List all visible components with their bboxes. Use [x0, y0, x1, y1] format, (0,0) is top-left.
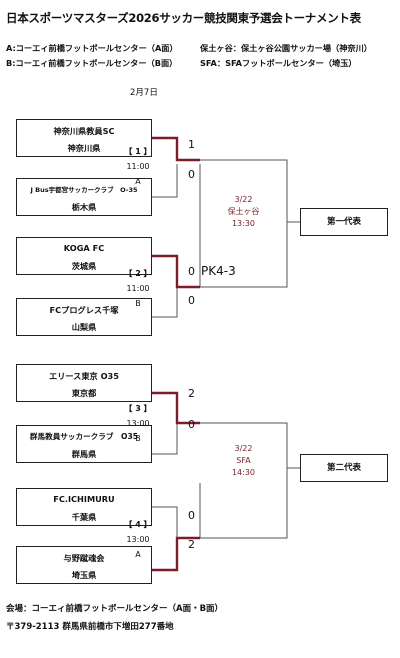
match-info-1: 【 1 】 11:00 A — [93, 144, 183, 189]
final-date: 3/22 — [234, 444, 253, 453]
venue-hodogaya: 保土ヶ谷：保土ヶ谷公園サッカー場（神奈川） — [200, 43, 372, 53]
team-name: 神奈川県教員SC — [53, 126, 115, 136]
final-time: 14:30 — [231, 468, 256, 477]
team-box-chiba: FC.ICHIMURU 千葉県 — [16, 488, 152, 526]
team-name: 与野蹴魂会 — [63, 553, 105, 563]
match-time: 11:00 — [126, 162, 150, 171]
team-name: 群馬教員サッカークラブ O35 — [29, 432, 139, 441]
footer-address: 〒379-2113 群馬県前橋市下増田277番地 — [6, 622, 174, 632]
team-prefecture: 茨城県 — [71, 261, 97, 271]
match-venue: B — [135, 299, 141, 308]
match-number: 【 2 】 — [124, 269, 152, 278]
team-prefecture: 群馬県 — [71, 449, 97, 459]
team-prefecture: 山梨県 — [71, 322, 97, 332]
match-info-2: 【 2 】 11:00 B — [93, 266, 183, 311]
team-name: KOGA FC — [63, 243, 105, 253]
representative-box-2: 第二代表 — [300, 454, 388, 482]
match-time: 11:00 — [126, 284, 150, 293]
score-m2-pk: PK4-3 — [201, 264, 236, 278]
team-prefecture: 埼玉県 — [71, 570, 97, 580]
team-box-gunma: 群馬教員サッカークラブ O35 群馬県 — [16, 425, 152, 463]
team-prefecture: 栃木県 — [71, 202, 97, 212]
team-box-yamanashi: FCプログレス千塚 山梨県 — [16, 298, 152, 336]
final-info-1: 3/22 保土ヶ谷 13:30 — [210, 194, 277, 230]
team-box-saitama: 与野蹴魂会 埼玉県 — [16, 546, 152, 584]
final-info-2: 3/22 SFA 14:30 — [210, 443, 277, 479]
venue-a: A:コーエィ前橋フットボールセンター（A面） — [6, 43, 178, 53]
score-m3-top: 2 — [188, 387, 195, 400]
representative-box-1: 第一代表 — [300, 208, 388, 236]
venue-b: B:コーエィ前橋フットボールセンター（B面） — [6, 58, 178, 68]
match-info-3: 【 3 】 13:00 B — [93, 401, 183, 446]
match-venue: B — [135, 434, 141, 443]
match-info-4: 【 4 】 13:00 A — [93, 517, 183, 562]
team-box-ibaraki: KOGA FC 茨城県 — [16, 237, 152, 275]
score-m3-bottom: 0 — [188, 418, 195, 431]
match-time: 13:00 — [126, 419, 150, 428]
score-m2-top: 0 — [188, 265, 195, 278]
team-name: FC.ICHIMURU — [53, 494, 115, 504]
team-name: FCプログレス千塚 — [49, 305, 119, 315]
final-place: 保土ヶ谷 — [227, 207, 260, 216]
match-number: 【 4 】 — [124, 520, 152, 529]
score-m4-top: 0 — [188, 509, 195, 522]
team-prefecture: 神奈川県 — [67, 143, 101, 153]
match-venue: A — [135, 177, 141, 186]
page-title: 日本スポーツマスターズ2026サッカー競技関東予選会トーナメント表 — [6, 11, 361, 25]
team-name: J Bus宇都宮サッカークラブ O-35 — [30, 186, 138, 194]
match-number: 【 3 】 — [124, 404, 152, 413]
final-date: 3/22 — [234, 195, 253, 204]
final-time: 13:30 — [231, 219, 256, 228]
match-venue: A — [135, 550, 141, 559]
team-prefecture: 東京都 — [71, 388, 97, 398]
score-m2-bottom: 0 — [188, 294, 195, 307]
score-m1-bottom: 0 — [188, 168, 195, 181]
team-prefecture: 千葉県 — [71, 512, 97, 522]
footer-venue: 会場：コーエィ前橋フットボールセンター（A面・B面） — [6, 604, 224, 614]
score-m1-top: 1 — [188, 138, 195, 151]
final-place: SFA — [236, 456, 251, 465]
team-box-tokyo: エリース東京 O35 東京都 — [16, 364, 152, 402]
match-number: 【 1 】 — [124, 147, 152, 156]
match-date: 2月7日 — [130, 88, 158, 98]
score-m4-bottom: 2 — [188, 538, 195, 551]
team-name: エリース東京 O35 — [49, 371, 119, 381]
venue-sfa: SFA：SFAフットボールセンター（埼玉） — [200, 58, 357, 68]
team-box-kanagawa: 神奈川県教員SC 神奈川県 — [16, 119, 152, 157]
team-box-tochigi: J Bus宇都宮サッカークラブ O-35 栃木県 — [16, 178, 152, 216]
match-time: 13:00 — [126, 535, 150, 544]
